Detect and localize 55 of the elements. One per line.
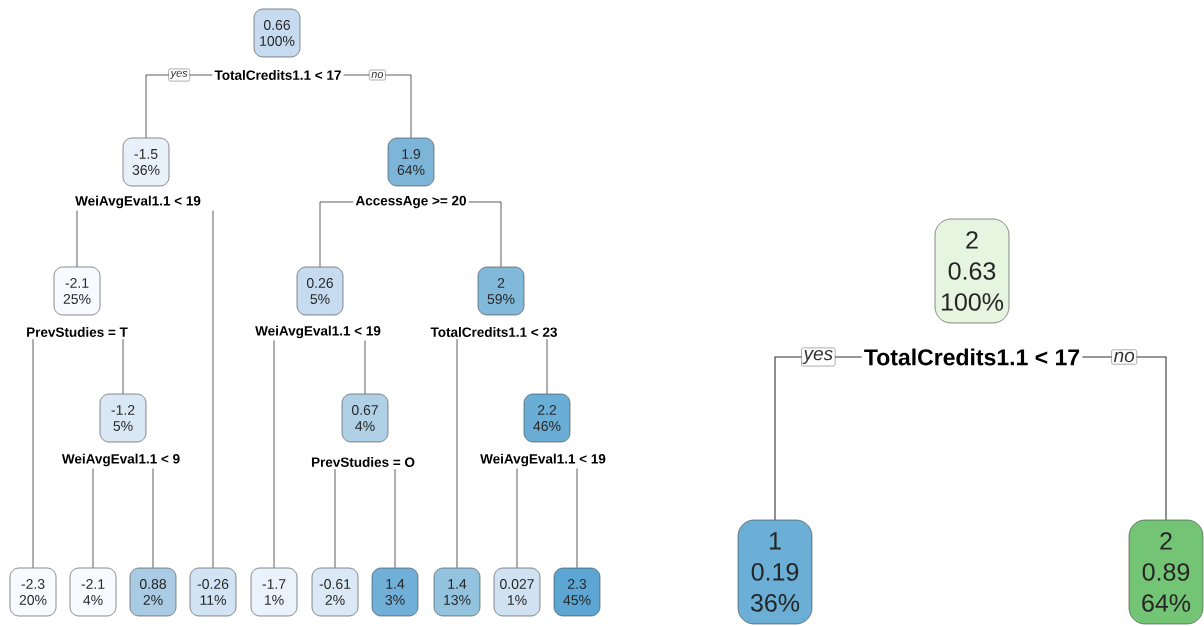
tree-node-box: 0.26 5%	[296, 266, 344, 316]
tree-node-box: 2.2 46%	[523, 393, 571, 443]
tree-node-box: -2.1 25%	[53, 266, 101, 316]
split-label: TotalCredits1.1 < 23	[430, 327, 557, 337]
tree-node-box: 2 0.89 64%	[1128, 519, 1204, 625]
tree-node-box: -0.26 11%	[189, 567, 237, 617]
branch-line	[92, 468, 94, 569]
tree-node-box: 2 59%	[477, 266, 525, 316]
tree-node-box: 0.88 2%	[129, 567, 177, 617]
branch-line	[516, 468, 518, 569]
branch-line	[319, 201, 354, 268]
split-label: PrevStudies = O	[311, 457, 415, 467]
branch-line	[546, 338, 548, 395]
tree-node-box: 0.67 4%	[341, 393, 389, 443]
branch-line	[145, 74, 213, 139]
split-label: WeiAvgEval1.1 < 19	[75, 195, 201, 209]
edge-label: no	[369, 69, 386, 81]
split-label: WeiAvgEval1.1 < 19	[480, 453, 606, 467]
split-label: WeiAvgEval1.1 < 19	[255, 325, 381, 339]
branch-line	[343, 74, 412, 139]
branch-line	[334, 468, 336, 569]
branch-line	[212, 210, 214, 569]
tree-node-box: -2.1 4%	[69, 567, 117, 617]
tree-node-box: 0.027 1%	[493, 567, 541, 617]
branch-line	[364, 340, 366, 395]
tree-node-box: 2 0.63 100%	[934, 218, 1010, 324]
tree-node-box: 1.4 3%	[371, 567, 419, 617]
branch-line	[1081, 356, 1167, 521]
tree-node-box: -1.5 36%	[122, 137, 170, 187]
branch-line	[152, 468, 154, 569]
tree-node-box: -2.3 20%	[9, 567, 57, 617]
split-label: TotalCredits1.1 < 17	[214, 70, 341, 80]
edge-label: yes	[168, 68, 190, 82]
split-label: TotalCredits1.1 < 17	[864, 348, 1080, 366]
branch-line	[32, 338, 34, 569]
tree-node-box: 1.9 64%	[387, 137, 435, 187]
tree-node-box: -0.61 2%	[311, 567, 359, 617]
edge-label: yes	[801, 347, 836, 367]
split-label: AccessAge >= 20	[355, 195, 466, 209]
tree-node-box: 0.66 100%	[253, 8, 301, 58]
tree-node-box: 1.4 13%	[433, 567, 481, 617]
branch-line	[122, 338, 124, 395]
branch-line	[394, 468, 396, 569]
branch-line	[456, 338, 458, 569]
tree-node-box: -1.2 5%	[99, 393, 147, 443]
tree-node-box: -1.7 1%	[250, 567, 298, 617]
split-label: PrevStudies = T	[27, 327, 128, 337]
edge-label: no	[1111, 349, 1137, 365]
branch-line	[273, 340, 275, 569]
branch-line	[468, 201, 502, 268]
tree-node-box: 1 0.19 36%	[737, 519, 813, 625]
split-label: WeiAvgEval1.1 < 9	[61, 453, 180, 467]
branch-line	[76, 210, 78, 268]
tree-node-box: 2.3 45%	[553, 567, 601, 617]
branch-line	[576, 468, 578, 569]
